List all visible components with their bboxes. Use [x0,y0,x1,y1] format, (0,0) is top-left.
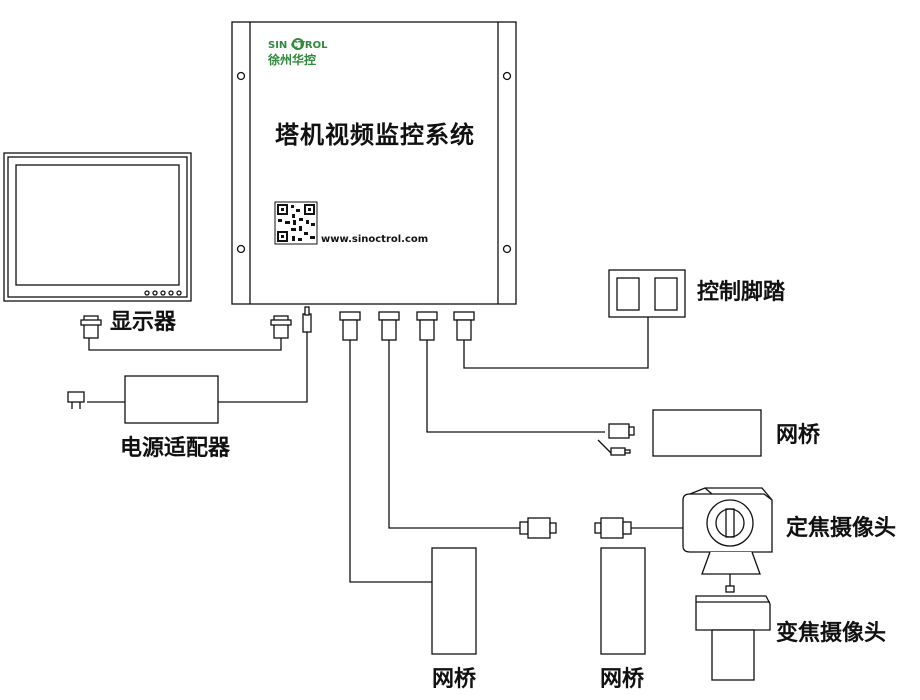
ac-plug-icon [67,391,85,403]
port-connector-icon [416,311,438,346]
cable-foot-control [463,316,649,369]
brand-english: SIN CTROL [268,40,328,51]
label-bridge-bottom-1: 网桥 [432,666,476,692]
bnc-connector-icon [519,517,557,539]
cable-bridge-bottom [349,346,432,583]
port-connector-icon [339,311,361,346]
label-power-adapter: 电源适配器 [120,436,231,461]
vga-connector-icon [80,315,102,344]
brand-chinese: 徐州华控 [267,52,316,67]
dc-plug-icon [302,306,312,333]
zoom-camera-icon [695,585,771,681]
mount-hole [502,71,512,81]
label-bridge-right: 网桥 [776,422,820,448]
network-bridge-bottom-2 [600,547,646,655]
mount-hole [502,244,512,254]
monitor [3,152,192,302]
cable-fixed-camera [388,346,520,529]
network-bridge-bottom-1 [431,547,477,655]
controller-unit: SIN CTROL 徐州华控 塔机视频监控系统 [231,21,517,305]
system-title: 塔机视频监控系统 [275,121,475,149]
fixed-camera-icon [682,487,773,575]
label-foot-control: 控制脚踏 [697,279,786,305]
mount-hole [236,71,246,81]
foot-control [608,269,686,318]
label-zoom-camera: 变焦摄像头 [776,620,886,646]
port-connector-icon [453,311,475,346]
label-fixed-camera: 定焦摄像头 [786,515,896,541]
logo-mark-icon [292,38,304,50]
cable-bridge-right [426,346,605,433]
dc-plug-icon [597,439,631,456]
website-url: www.sinoctrol.com [321,234,428,245]
qr-code-icon [274,201,318,245]
label-bridge-bottom-2: 网桥 [600,666,644,692]
network-bridge-right [652,409,762,457]
port-connector-icon [378,311,400,346]
power-adapter [67,332,308,424]
mount-hole [236,244,246,254]
rj45-connector-icon [608,423,635,439]
label-monitor: 显示器 [110,310,177,335]
vga-connector-icon [270,315,292,344]
bnc-connector-icon [594,517,632,539]
